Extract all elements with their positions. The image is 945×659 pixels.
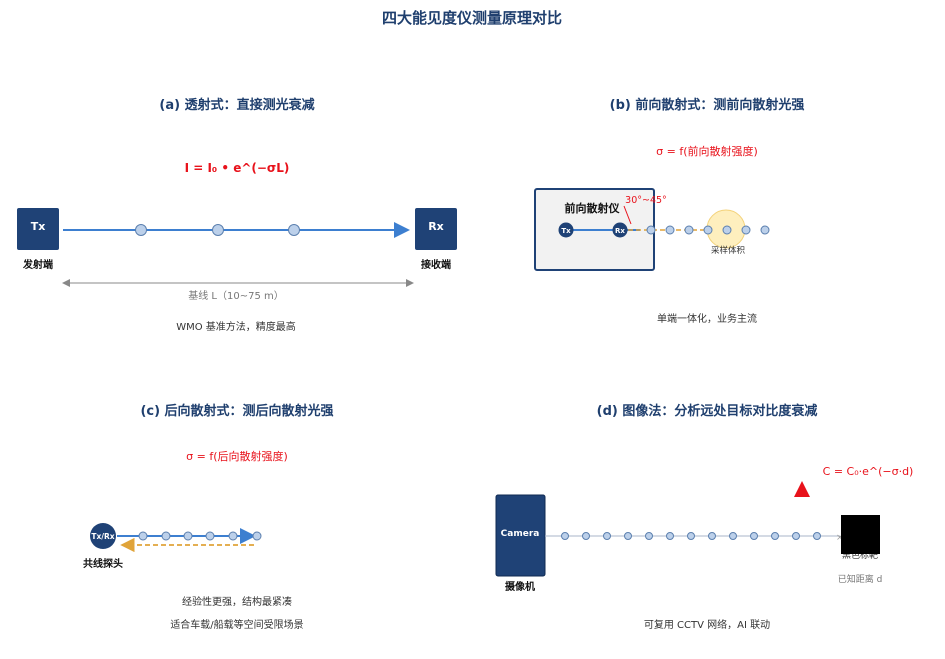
particle [722, 225, 732, 235]
particle [771, 532, 779, 540]
particle [792, 532, 800, 540]
transmitter-caption: 发射端 [22, 258, 53, 271]
panel-b-formula: σ = f(前向散射强度) [656, 144, 758, 158]
receiver-box [415, 208, 457, 250]
tx-node-label: Tx [561, 227, 571, 235]
angle-pointer [623, 205, 632, 225]
baseline-label: 基线 L（10~75 m） [188, 289, 284, 302]
particle [135, 224, 147, 236]
rx-node [612, 222, 628, 238]
particle [161, 531, 171, 541]
tx-node [558, 222, 574, 238]
particle [703, 225, 713, 235]
transmitter-label: Tx [31, 220, 46, 233]
particle [288, 224, 300, 236]
particle [646, 225, 656, 235]
receiver-caption: 接收端 [421, 258, 451, 271]
particle [228, 531, 238, 541]
particle [252, 531, 262, 541]
particle [666, 532, 674, 540]
particle [687, 532, 695, 540]
rx-node-label: Rx [615, 227, 625, 235]
panel-d-note: 可复用 CCTV 网络，AI 联动 [644, 618, 770, 631]
panel-c-title: (c) 后向散射式：测后向散射光强 [140, 403, 333, 419]
black-target [841, 515, 880, 554]
sight-line-end: × [836, 533, 844, 543]
main-title: 四大能见度仪测量原理对比 [382, 9, 562, 27]
transmitter-box [17, 208, 59, 250]
particle [750, 532, 758, 540]
panel-c-note-1: 经验性更强，结构最紧凑 [182, 595, 292, 608]
receiver-label: Rx [428, 220, 444, 233]
particle [708, 532, 716, 540]
particle [183, 531, 193, 541]
particle [138, 531, 148, 541]
particle [760, 225, 770, 235]
panel-b-note: 单端一体化，业务主流 [657, 312, 757, 325]
sample-volume-label: 采样体积 [711, 245, 746, 256]
panel-d-formula: C = C₀·e^(−σ·d) [823, 465, 914, 478]
panel-a-formula: I = I₀ • e^(−σL) [185, 161, 290, 175]
particle [603, 532, 611, 540]
panel-b: (b) 前向散射式：测前向散射光强 σ = f(前向散射强度) 前向散射仪 采样… [534, 97, 805, 325]
probe-label: Tx/Rx [91, 532, 114, 541]
particle [205, 531, 215, 541]
panel-d-title: (d) 图像法：分析远处目标对比度衰减 [597, 403, 818, 419]
particle [582, 532, 590, 540]
probe-caption: 共线探头 [83, 557, 123, 570]
particle [624, 532, 632, 540]
panel-a-title: (a) 透射式：直接测光衰减 [159, 97, 314, 113]
panel-a: (a) 透射式：直接测光衰减 I = I₀ • e^(−σL) Tx 发射端 R… [17, 97, 457, 333]
particle [813, 532, 821, 540]
particle [665, 225, 675, 235]
particle [561, 532, 569, 540]
panel-c: (c) 后向散射式：测后向散射光强 σ = f(后向散射强度) Tx/Rx 共线… [83, 403, 334, 631]
panel-d: (d) 图像法：分析远处目标对比度衰减 C = C₀·e^(−σ·d) Came… [495, 403, 914, 631]
particle [645, 532, 653, 540]
particle [729, 532, 737, 540]
transceiver-probe [90, 523, 116, 549]
panel-a-note: WMO 基准方法，精度最高 [176, 320, 296, 333]
panel-b-title: (b) 前向散射式：测前向散射光强 [610, 97, 805, 113]
camera-caption: 摄像机 [505, 580, 535, 593]
panel-c-formula: σ = f(后向散射强度) [186, 449, 288, 463]
scatter-angle: 30°~45° [625, 195, 667, 206]
camera-label: Camera [501, 529, 540, 539]
particle [212, 224, 224, 236]
device-label: 前向散射仪 [565, 201, 621, 215]
panel-c-note-2: 适合车载/船载等空间受限场景 [170, 618, 303, 631]
distance-label: 已知距离 d [838, 573, 883, 585]
particle [684, 225, 694, 235]
particle [741, 225, 751, 235]
